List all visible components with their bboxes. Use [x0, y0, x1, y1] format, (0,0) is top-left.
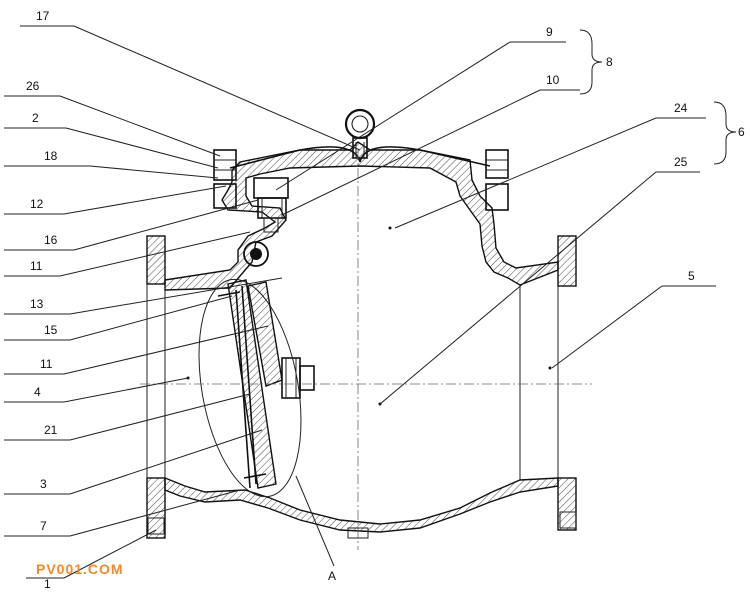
bolt-right-nut	[485, 183, 509, 211]
label-17: 17	[36, 9, 50, 23]
right-flange	[557, 235, 577, 287]
right-flange-lower	[557, 477, 577, 531]
label-9: 9	[546, 25, 553, 39]
bolt-left-top	[213, 149, 237, 181]
label-21: 21	[44, 423, 58, 437]
label-8: 8	[606, 55, 613, 69]
label-4: 4	[34, 385, 41, 399]
bolt-left-nut	[213, 183, 237, 209]
hinge-pin	[243, 241, 269, 267]
label-2: 2	[32, 111, 39, 125]
watermark: PV001.COM	[36, 561, 124, 577]
label-18: 18	[44, 149, 58, 163]
label-1: 1	[44, 577, 51, 591]
bolt-right-top	[485, 149, 509, 179]
label-15: 15	[44, 323, 58, 337]
left-flange-lower	[146, 477, 166, 539]
label-12: 12	[30, 197, 44, 211]
label-25: 25	[674, 155, 688, 169]
upper-body-wall	[164, 141, 559, 291]
label-11-lower: 11	[40, 357, 53, 371]
label-26: 26	[26, 79, 40, 93]
leader-lines	[4, 25, 737, 579]
label-A: A	[328, 569, 336, 583]
label-7: 7	[40, 519, 47, 533]
label-11-upper: 11	[30, 259, 43, 273]
lower-body-wall	[164, 476, 559, 533]
detail-ellipse-a	[198, 278, 302, 498]
hinge-bracket	[253, 177, 289, 199]
label-5: 5	[688, 269, 695, 283]
valve-body	[140, 108, 592, 550]
label-16: 16	[44, 233, 58, 247]
label-10: 10	[546, 73, 560, 87]
lifting-eye	[344, 108, 376, 140]
label-24: 24	[674, 101, 688, 115]
label-6: 6	[738, 125, 745, 139]
label-3: 3	[40, 477, 47, 491]
label-13: 13	[30, 297, 44, 311]
bonnet	[229, 146, 491, 169]
part-labels: 17 9 8 10 24 6 26 2 18 25 12 16 11 5 13 …	[26, 9, 745, 591]
left-flange	[146, 235, 166, 285]
